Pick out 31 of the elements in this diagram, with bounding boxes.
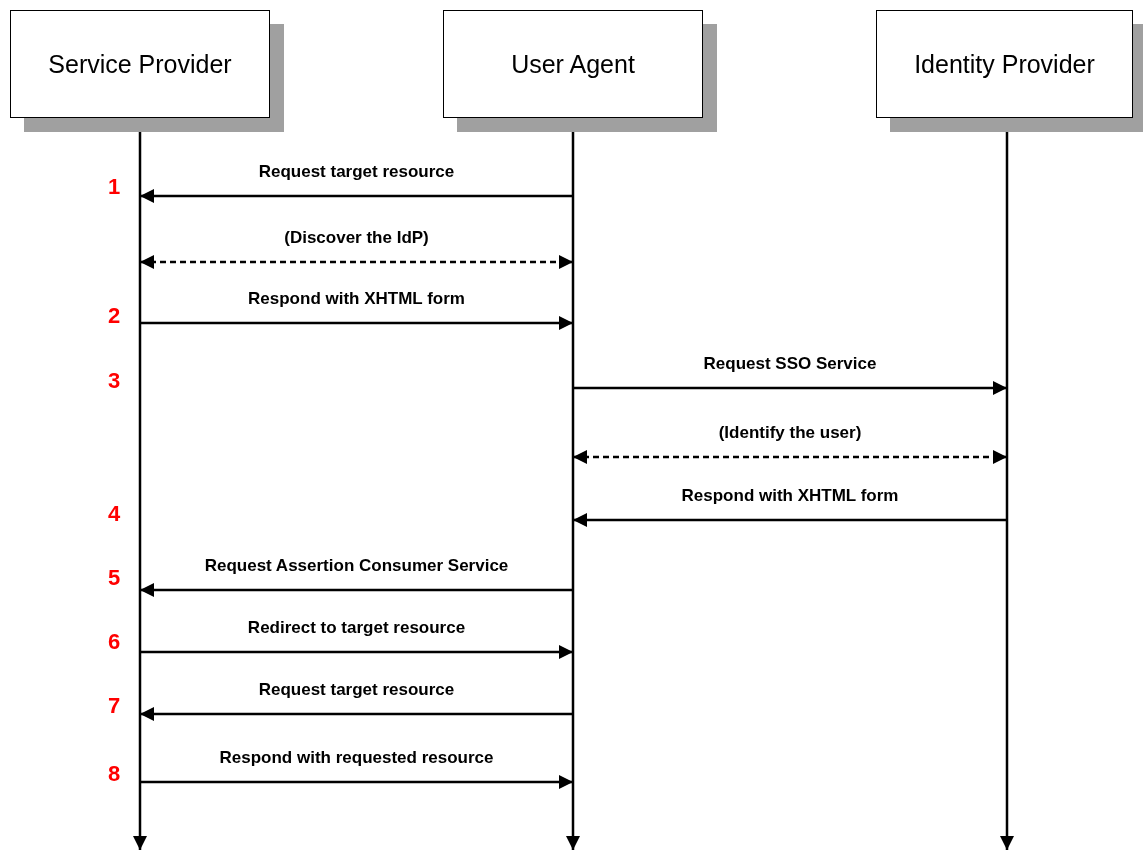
participant-name: User Agent bbox=[511, 49, 635, 79]
step-number: 5 bbox=[108, 566, 121, 590]
step-number: 4 bbox=[108, 502, 121, 526]
message-arrow bbox=[573, 381, 1007, 395]
message-label: (Discover the IdP) bbox=[282, 228, 431, 248]
participant-name: Service Provider bbox=[48, 49, 232, 79]
step-number: 8 bbox=[108, 762, 121, 786]
message-label: Request target resource bbox=[256, 162, 457, 182]
step-number: 1 bbox=[108, 175, 121, 199]
message-arrow bbox=[573, 513, 1007, 527]
message-arrow bbox=[140, 316, 573, 330]
message-arrow bbox=[140, 255, 573, 269]
step-number: 2 bbox=[108, 304, 121, 328]
message-label: Request SSO Service bbox=[701, 354, 879, 374]
message-arrow bbox=[573, 450, 1007, 464]
message-label: Respond with XHTML form bbox=[679, 486, 901, 506]
step-number: 7 bbox=[108, 694, 121, 718]
message-label: Request target resource bbox=[256, 680, 457, 700]
participant-name: Identity Provider bbox=[914, 49, 1095, 79]
message-label: Request Assertion Consumer Service bbox=[202, 556, 511, 576]
message-arrow bbox=[140, 189, 573, 203]
step-number: 3 bbox=[108, 369, 121, 393]
message-arrow bbox=[140, 775, 573, 789]
message-label: Respond with XHTML form bbox=[246, 289, 467, 309]
message-arrow bbox=[140, 707, 573, 721]
message-label: (Identify the user) bbox=[716, 423, 864, 443]
step-number: 6 bbox=[108, 630, 121, 654]
message-arrow bbox=[140, 645, 573, 659]
message-arrow bbox=[140, 583, 573, 597]
message-label: Respond with requested resource bbox=[217, 748, 496, 768]
message-label: Redirect to target resource bbox=[245, 618, 468, 638]
